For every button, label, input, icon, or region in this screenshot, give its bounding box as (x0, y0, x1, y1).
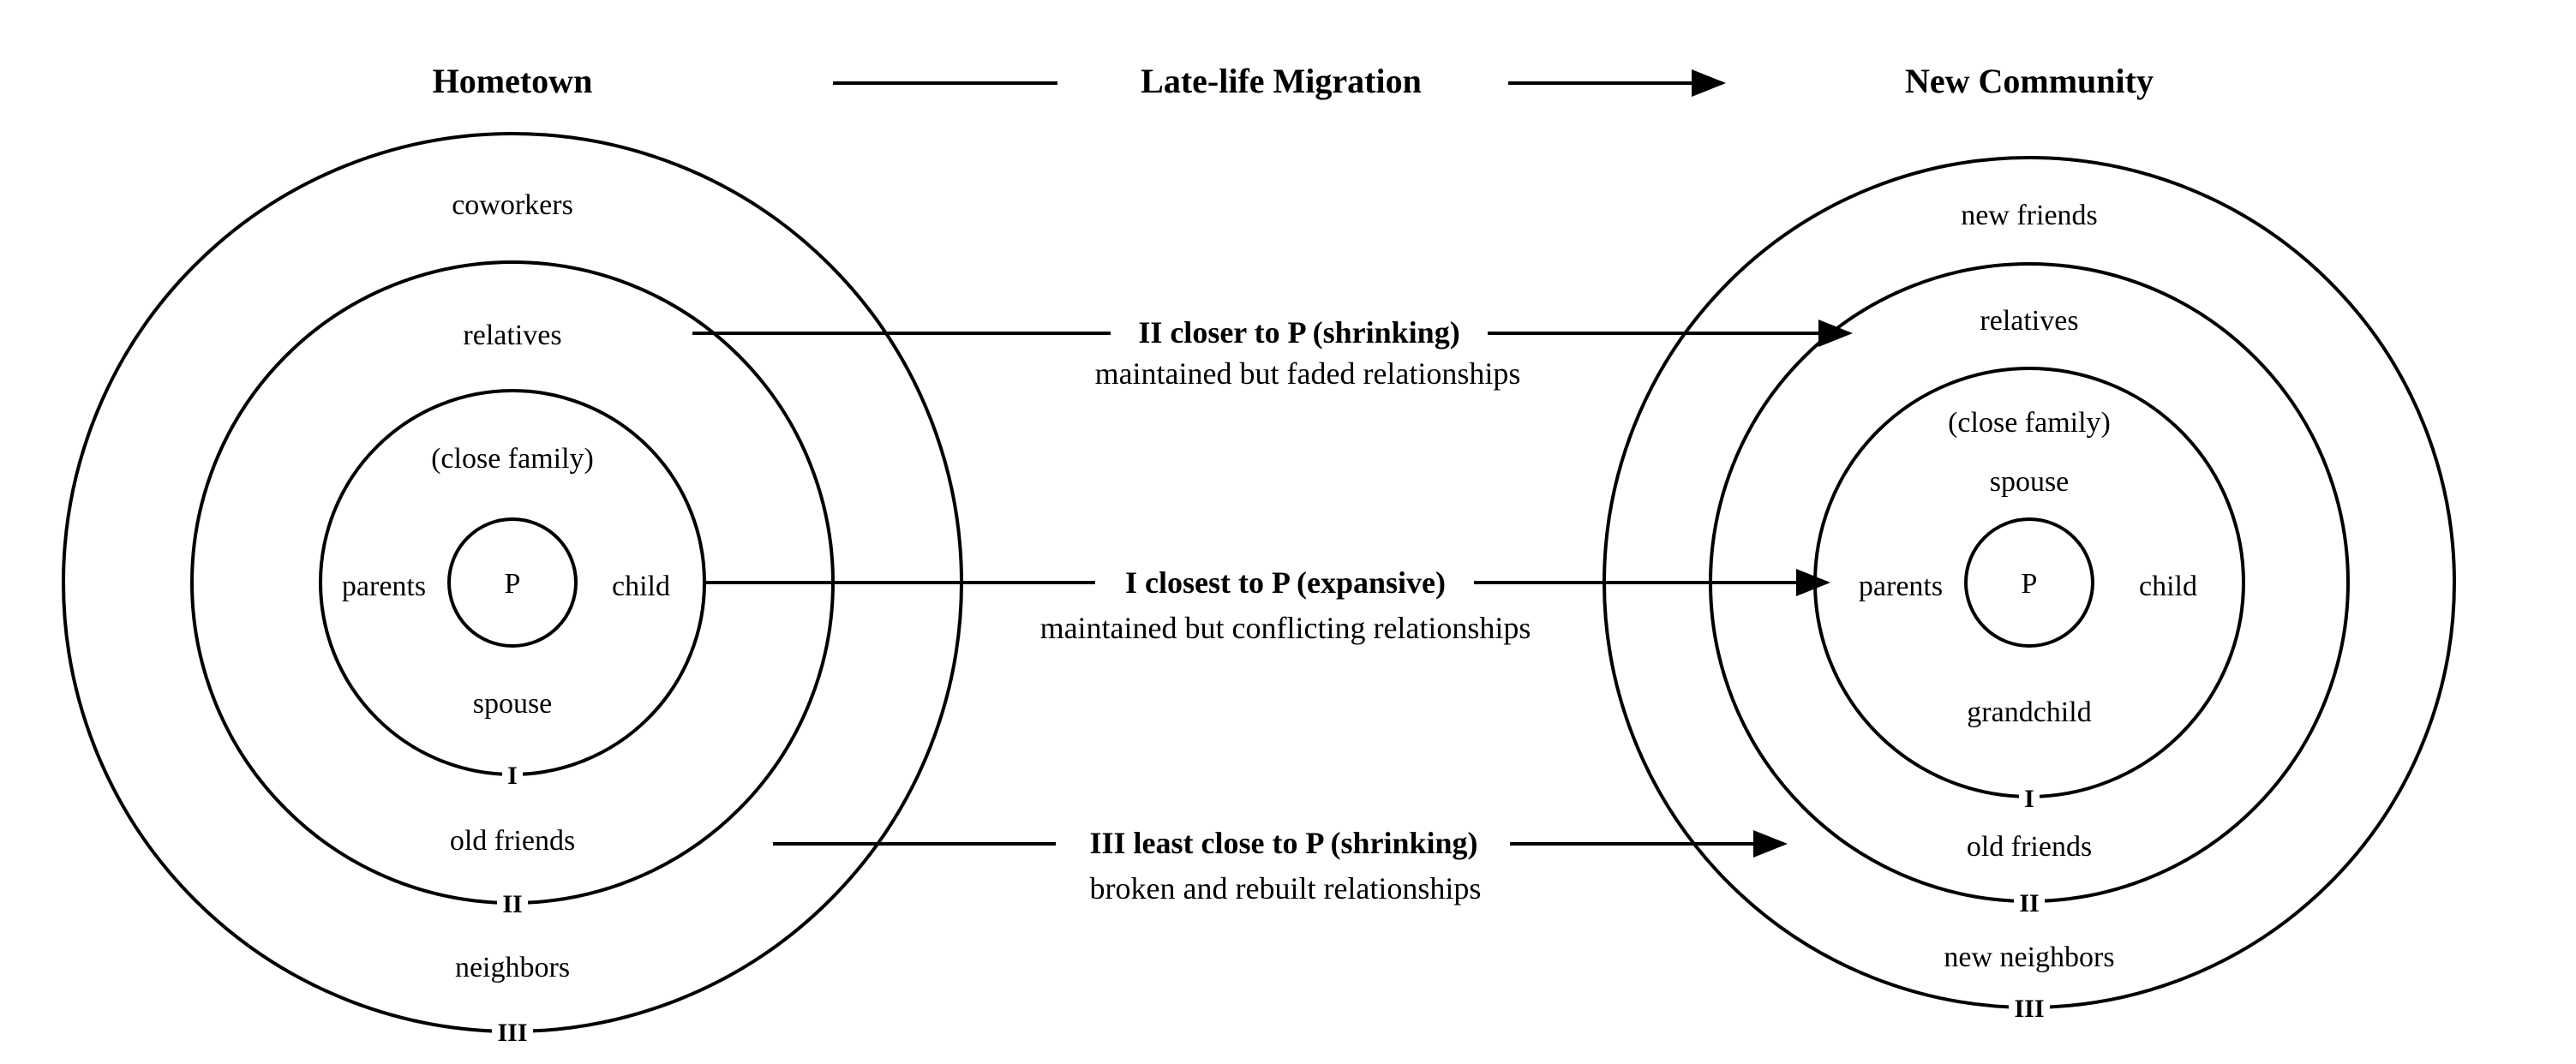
new-spouse: spouse (1990, 466, 2070, 498)
new-marker-III: III (2014, 995, 2044, 1023)
new-community-title: New Community (1905, 62, 2154, 100)
arrow-i-title: I closest to P (expansive) (1125, 565, 1446, 600)
new-p: P (2022, 568, 2038, 600)
new-relatives: relatives (1980, 305, 2078, 337)
hometown-marker-II: II (502, 890, 522, 918)
new-marker-II: II (2019, 889, 2039, 918)
arrow-ii-title: II closer to P (shrinking) (1138, 315, 1459, 350)
hometown-marker-I: I (507, 762, 518, 790)
new-marker-I: I (2024, 785, 2034, 813)
arrow-i-subtitle: maintained but conflicting relationships (1040, 611, 1531, 645)
hometown-close-family: (close family) (431, 443, 594, 475)
new-neighbors: new neighbors (1944, 941, 2114, 973)
arrow-iii-subtitle: broken and rebuilt relationships (1090, 871, 1482, 906)
hometown-spouse: spouse (473, 688, 553, 720)
hometown-marker-III: III (497, 1019, 527, 1047)
hometown-center-circle (447, 517, 578, 648)
new-center-circle (1964, 517, 2094, 648)
hometown-relatives: relatives (463, 320, 561, 351)
migration-title: Late-life Migration (1141, 62, 1422, 100)
hometown-p: P (505, 568, 521, 600)
arrow-iii-title: III least close to P (shrinking) (1089, 826, 1477, 860)
hometown-parents: parents (342, 571, 426, 602)
hometown-coworkers: coworkers (452, 189, 573, 221)
arrow-ii-subtitle: maintained but faded relationships (1095, 356, 1521, 391)
new-child: child (2139, 571, 2197, 602)
new-close-family: (close family) (1948, 407, 2111, 439)
hometown-old-friends: old friends (450, 825, 575, 857)
new-grandchild: grandchild (1967, 696, 2091, 728)
new-old-friends: old friends (1967, 831, 2092, 863)
hometown-neighbors: neighbors (455, 952, 570, 983)
new-friends: new friends (1961, 200, 2098, 231)
hometown-title: Hometown (433, 62, 593, 100)
new-parents: parents (1859, 571, 1943, 602)
hometown-child: child (612, 571, 670, 602)
